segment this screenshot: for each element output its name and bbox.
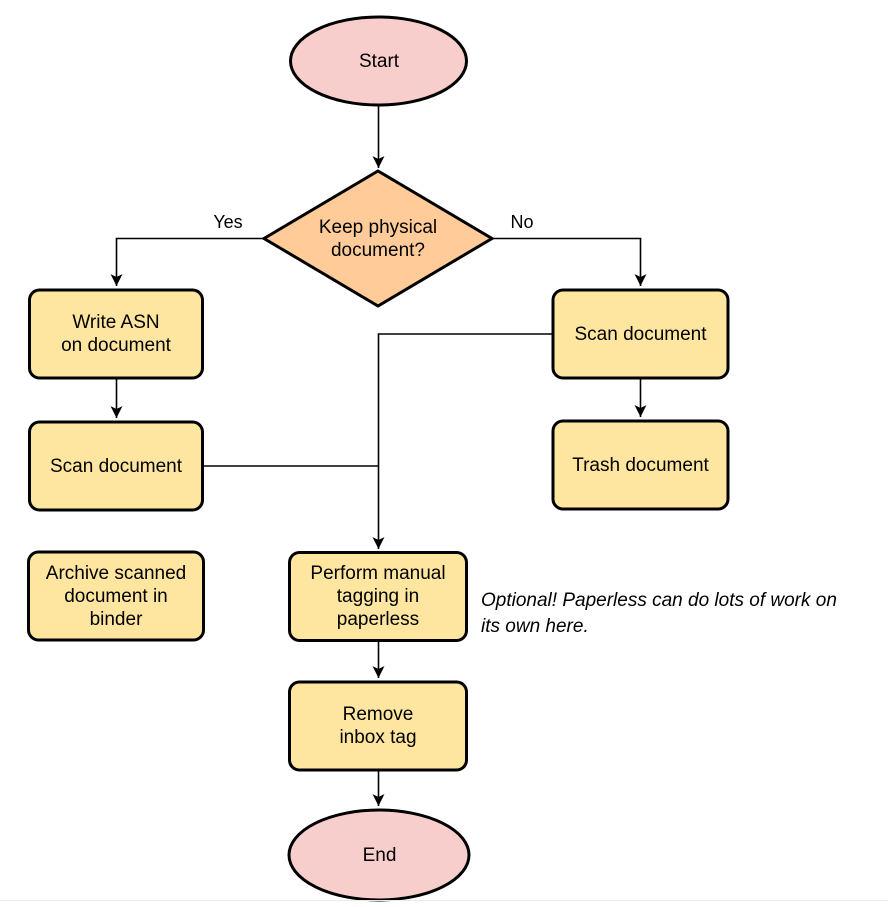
page-bottom-border bbox=[0, 900, 888, 901]
tagging-node bbox=[288, 551, 468, 642]
scan-right-node-label: Scan document bbox=[574, 323, 707, 345]
edge-decision-no-to-scan-right bbox=[492, 237, 647, 286]
scan-left-node bbox=[28, 420, 204, 512]
write-asn-node bbox=[28, 288, 204, 380]
scan-left-node-label: Scan document bbox=[49, 455, 183, 477]
trash-node bbox=[551, 419, 730, 511]
scan-right-node bbox=[551, 288, 730, 380]
end-node-label: End bbox=[362, 844, 397, 866]
remove-inbox-node bbox=[288, 680, 468, 772]
start-node-label: Start bbox=[358, 50, 400, 72]
start-node bbox=[289, 15, 468, 107]
archive-node bbox=[27, 550, 205, 642]
trash-node-label: Trash document bbox=[572, 454, 709, 476]
edge-decision-yes-to-write-asn bbox=[110, 237, 264, 286]
edge-scan-right-to-tagging bbox=[372, 333, 553, 549]
remove-inbox-node-label: Remove inbox tag bbox=[339, 704, 417, 748]
yes-edge-label: Yes bbox=[213, 212, 243, 232]
optional-note: Optional! Paperless can do lots of work … bbox=[481, 590, 837, 637]
tagging-node-label: Perform manual tagging in paperless bbox=[310, 563, 446, 630]
decision-node bbox=[261, 169, 495, 308]
archive-node-label: Archive scanned document in binder bbox=[45, 562, 187, 630]
write-asn-node-label: Write ASN on document bbox=[61, 312, 171, 356]
no-edge-label: No bbox=[510, 212, 534, 232]
decision-node-label: Keep physical document? bbox=[318, 216, 438, 261]
